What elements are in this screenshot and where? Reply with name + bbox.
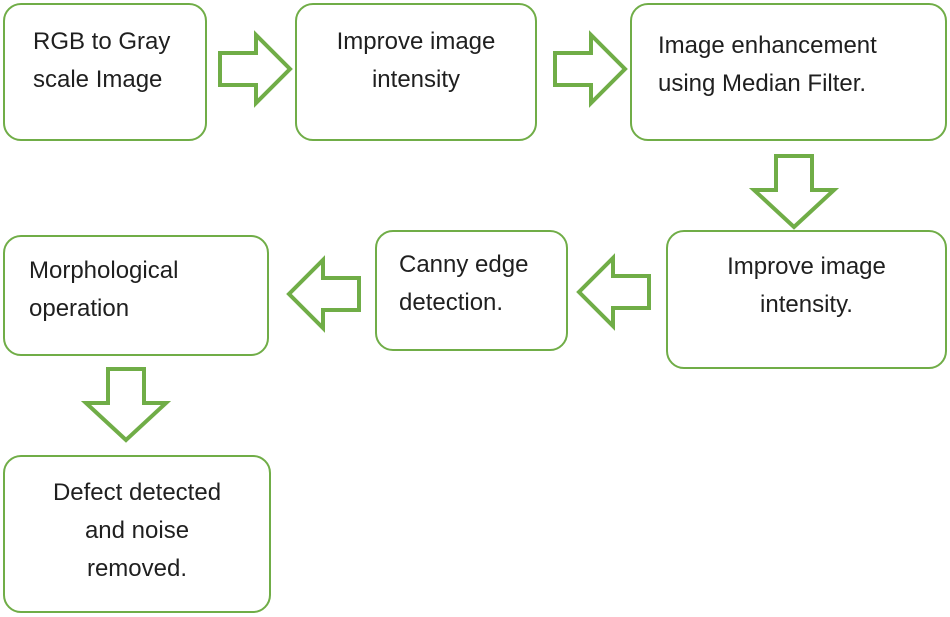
step-label-line: scale Image [33,66,163,93]
step-improve-intensity-1: Improve image intensity [295,3,537,141]
block-arrow-right-icon [218,30,293,108]
step-label-line: Canny edge [399,251,529,278]
step-label-line: Improve image [727,253,886,280]
step-label-line: Defect detected [52,479,222,506]
step-label-line: RGB to Gray [33,28,171,55]
step-rgb-to-grayscale: RGB to Gray scale Image [3,3,207,141]
step-label-line: Morphological [29,257,179,284]
step-canny-edge-detection: Canny edge detection. [375,230,568,351]
block-arrow-left-icon [286,255,361,333]
block-arrow-left-icon [576,253,651,331]
step-label-line: intensity [371,66,461,93]
step-improve-intensity-2: Improve image intensity. [666,230,947,369]
step-label-line: detection. [399,289,504,316]
step-label: Improve image intensity. [668,248,945,324]
block-arrow-down-icon [80,367,172,443]
step-label-line: Improve image [336,28,496,55]
step-label: Morphological operation [29,252,265,328]
block-arrow-right-icon [553,30,628,108]
step-label: Canny edge detection. [399,246,564,322]
block-arrow-down-icon [748,154,840,230]
step-label-line: and noise [84,517,190,544]
step-median-filter: Image enhancement using Median Filter. [630,3,947,141]
step-label-line: Image enhancement [658,32,877,59]
step-label-line: removed. [86,555,188,582]
step-defect-detected: Defect detected and noise removed. [3,455,271,613]
step-label-line: using Median Filter. [658,70,867,97]
step-morphological-operation: Morphological operation [3,235,269,356]
step-label: RGB to Gray scale Image [33,23,203,99]
step-label: Image enhancement using Median Filter. [658,27,943,103]
step-label: Improve image intensity [297,23,535,99]
step-label-line: intensity. [760,291,853,318]
step-label-line: operation [29,295,130,322]
step-label: Defect detected and noise removed. [5,474,269,588]
